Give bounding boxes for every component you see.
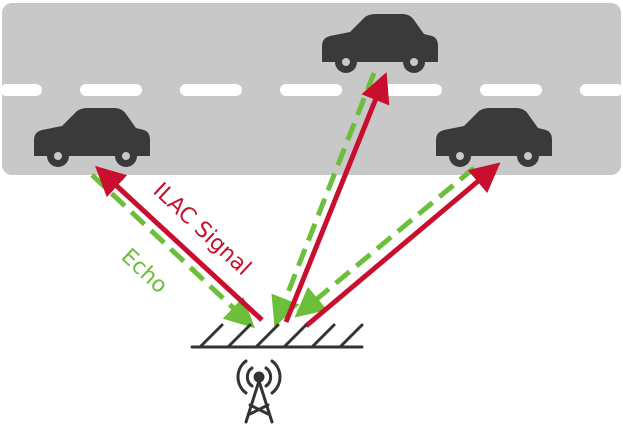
signal-arrows: [94, 72, 501, 328]
echo-arrow: [90, 173, 255, 329]
antenna-tower-icon: [236, 359, 282, 424]
ground-base: [190, 323, 364, 349]
echo-arrow: [294, 166, 476, 318]
echo-arrows: [90, 72, 476, 329]
lane-markings: [0, 84, 623, 96]
echo-label: Echo: [116, 244, 172, 299]
signal-arrow: [304, 162, 501, 328]
signal-arrow: [94, 165, 264, 322]
echo-arrow: [271, 72, 377, 327]
signal-arrow: [283, 72, 390, 323]
